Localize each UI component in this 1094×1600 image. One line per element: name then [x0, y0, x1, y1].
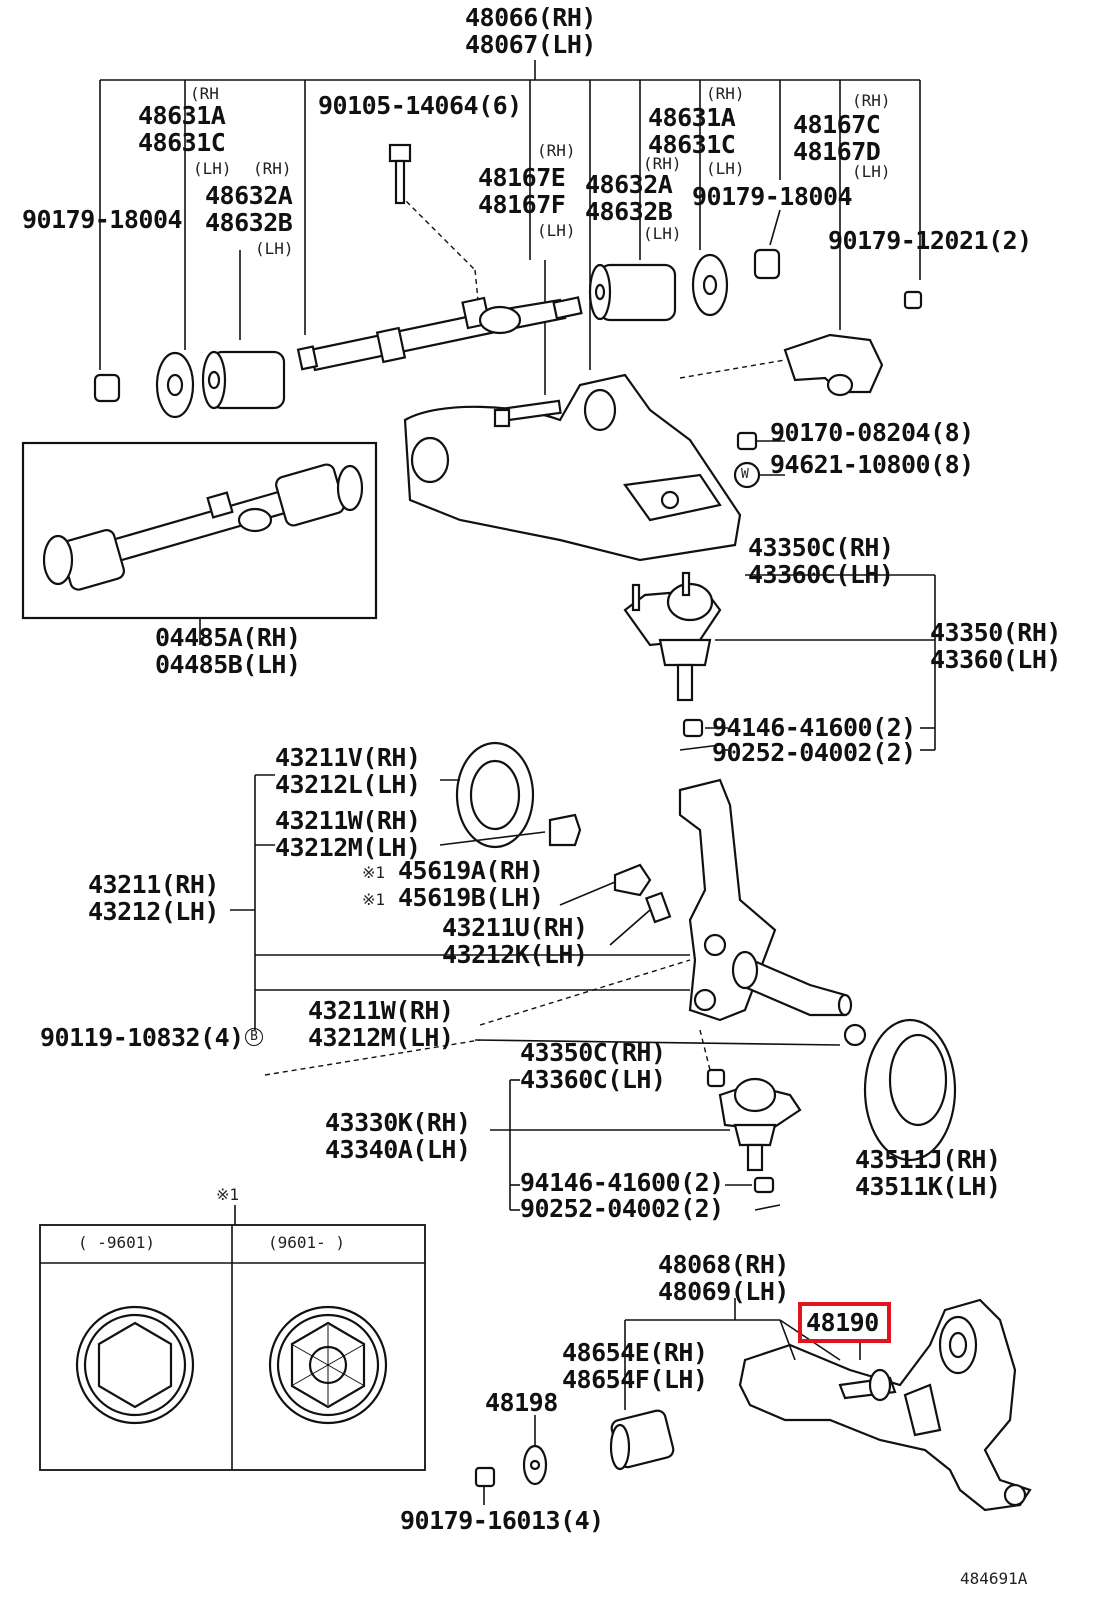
- side-mark-lh: (LH): [193, 159, 232, 178]
- side-mark-lh: (LH): [643, 224, 682, 243]
- washer-letter: W: [741, 467, 749, 482]
- knuckle-seals: [455, 741, 867, 1047]
- side-mark-lh: (LH): [537, 221, 576, 240]
- label-43212K: 43212K(LH): [442, 940, 588, 969]
- label-48069: 48069(LH): [658, 1277, 789, 1306]
- hub-seal-43511: [863, 1018, 957, 1162]
- figure-id: 484691A: [960, 1569, 1028, 1588]
- inset-assembly-box: [21, 441, 378, 645]
- label-48631A-left: 48631A: [138, 101, 226, 130]
- label-48167D: 48167D: [793, 137, 881, 166]
- label-45619B: 45619B(LH): [398, 883, 544, 912]
- label-94146-lower: 94146-41600(2): [520, 1168, 724, 1197]
- side-mark-lh: (LH): [852, 162, 891, 181]
- label-90105: 90105-14064(6): [318, 91, 522, 120]
- note-mark: ※1: [362, 890, 386, 909]
- label-90179-16013: 90179-16013(4): [400, 1506, 604, 1535]
- label-90179-12021: 90179-12021(2): [828, 226, 1032, 255]
- label-43350C-lower: 43350C(RH): [520, 1038, 666, 1067]
- label-48068: 48068(RH): [658, 1250, 789, 1279]
- left-bushings: [93, 350, 286, 419]
- side-mark-rh: (RH: [190, 84, 219, 103]
- side-mark-rh: (RH): [852, 91, 891, 110]
- label-43330K: 43330K(RH): [325, 1108, 471, 1137]
- label-43211W-upper: 43211W(RH): [275, 806, 421, 835]
- note-table: [39, 1205, 426, 1471]
- upper-arm-shaft: [296, 194, 583, 372]
- label-90119: 90119-10832(4): [40, 1023, 244, 1052]
- label-04485B: 04485B(LH): [155, 650, 301, 679]
- label-94146-upper: 94146-41600(2): [712, 713, 916, 742]
- lower-ball-joint: [706, 1068, 802, 1211]
- label-48167F: 48167F: [478, 190, 566, 219]
- label-48167E: 48167E: [478, 163, 566, 192]
- label-43360C-lower: 43360C(LH): [520, 1065, 666, 1094]
- table-header-left: ( -9601): [78, 1233, 156, 1252]
- label-43212M-upper: 43212M(LH): [275, 833, 421, 862]
- side-mark-rh: (RH): [643, 154, 682, 173]
- label-90170: 90170-08204(8): [770, 418, 974, 447]
- label-48198: 48198: [485, 1388, 558, 1417]
- label-43511J: 43511J(RH): [855, 1145, 1001, 1174]
- label-48654E: 48654E(RH): [562, 1338, 708, 1367]
- label-43212L: 43212L(LH): [275, 770, 421, 799]
- label-48632B-left: 48632B: [205, 208, 293, 237]
- side-mark-lh: (LH): [255, 239, 294, 258]
- label-43511K: 43511K(LH): [855, 1172, 1001, 1201]
- label-43211: 43211(RH): [88, 870, 219, 899]
- label-94621: 94621-10800(8): [770, 450, 974, 479]
- label-43350C-upper: 43350C(RH): [748, 533, 894, 562]
- upper-ball-joint: [623, 571, 728, 751]
- table-note-mark: ※1: [216, 1185, 240, 1204]
- lower-arm-bushings: [474, 1298, 861, 1505]
- label-48654F: 48654F(LH): [562, 1365, 708, 1394]
- top-leader-lines: [99, 60, 921, 395]
- nut-and-washer: [733, 431, 785, 489]
- label-90252-lower: 90252-04002(2): [520, 1194, 724, 1223]
- label-43211U: 43211U(RH): [442, 913, 588, 942]
- upper-control-arm: [403, 373, 742, 562]
- label-48632A-left: 48632A: [205, 181, 293, 210]
- ball-joint-brackets: [715, 574, 936, 751]
- lower-control-arm: [738, 1298, 1032, 1512]
- note-mark: ※1: [362, 863, 386, 882]
- label-45619A: 45619A(RH): [398, 856, 544, 885]
- label-48190[interactable]: 48190: [806, 1308, 879, 1337]
- label-43350: 43350(RH): [930, 618, 1061, 647]
- label-48632B-right: 48632B: [585, 197, 673, 226]
- side-mark-rh: (RH): [706, 84, 745, 103]
- side-mark-lh: (LH): [706, 159, 745, 178]
- right-bushings: [588, 248, 781, 322]
- label-48631C-left: 48631C: [138, 128, 226, 157]
- steering-knuckle: [678, 778, 853, 1022]
- label-48167C: 48167C: [793, 110, 881, 139]
- bolt-90105: [388, 143, 412, 205]
- label-48632A-right: 48632A: [585, 170, 673, 199]
- label-48631C-right: 48631C: [648, 130, 736, 159]
- bolt-letter: B: [245, 1028, 263, 1046]
- label-43212M-lower: 43212M(LH): [308, 1023, 454, 1052]
- label-43340A: 43340A(LH): [325, 1135, 471, 1164]
- label-90252-upper: 90252-04002(2): [712, 738, 916, 767]
- label-43211V: 43211V(RH): [275, 743, 421, 772]
- label-43211W-lower: 43211W(RH): [308, 996, 454, 1025]
- knuckle-bracket-lines: [230, 774, 841, 1076]
- label-48066: 48066(RH): [465, 3, 596, 32]
- bracket-48167: [679, 290, 923, 397]
- highlight-box-48190: [798, 1302, 891, 1343]
- side-mark-rh: (RH): [537, 141, 576, 160]
- label-48067: 48067(LH): [465, 30, 596, 59]
- lower-bracket-lines: [490, 1079, 752, 1211]
- label-90179-18004-right: 90179-18004: [692, 182, 853, 211]
- label-43360C-upper: 43360C(LH): [748, 560, 894, 589]
- label-43212: 43212(LH): [88, 897, 219, 926]
- label-04485A: 04485A(RH): [155, 623, 301, 652]
- label-90179-18004-left: 90179-18004: [22, 205, 183, 234]
- label-48631A-right: 48631A: [648, 103, 736, 132]
- table-header-right: (9601- ): [268, 1233, 346, 1252]
- label-43360: 43360(LH): [930, 645, 1061, 674]
- side-mark-rh: (RH): [253, 159, 292, 178]
